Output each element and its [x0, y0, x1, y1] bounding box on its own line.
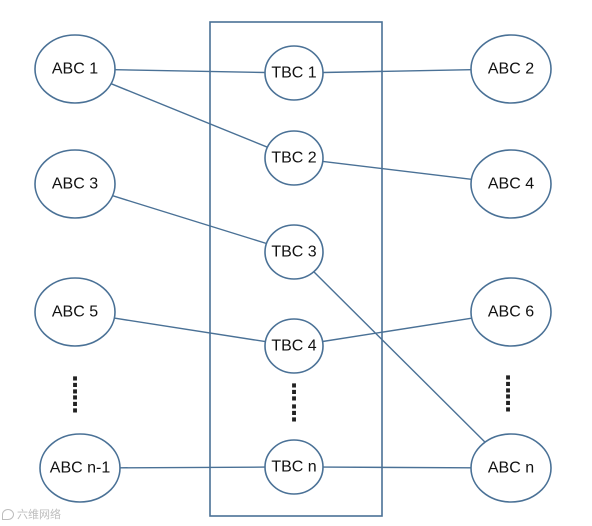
node-label: TBC 3	[271, 244, 316, 261]
edge-abcn1-tbcn	[119, 466, 266, 469]
node-abc-4: ABC 4	[470, 149, 552, 219]
tbc-group-frame	[209, 21, 383, 517]
node-abc-n: ABC n	[470, 433, 552, 503]
edge-tbc2-abc4	[322, 160, 472, 180]
node-abc-3: ABC 3	[34, 149, 116, 219]
node-abc-2: ABC 2	[470, 34, 552, 104]
node-label: ABC 3	[52, 176, 98, 193]
ellipsis-middle-lower: ⋮	[283, 401, 305, 426]
edge-abc3-tbc3	[112, 195, 267, 245]
node-label: ABC n-1	[50, 460, 111, 477]
edge-tbc3-abcn	[313, 271, 486, 443]
node-tbc-n: TBC n	[264, 439, 324, 495]
node-tbc-1: TBC 1	[264, 45, 324, 101]
speech-bubble-icon	[2, 508, 14, 520]
edge-tbc1-abc2	[322, 69, 472, 74]
node-abc-n-1: ABC n-1	[39, 433, 121, 503]
node-label: ABC 2	[488, 61, 534, 78]
node-abc-5: ABC 5	[34, 277, 116, 347]
node-abc-6: ABC 6	[470, 277, 552, 347]
ellipsis-right-lower: ⋮	[497, 391, 519, 416]
node-label: ABC n	[488, 460, 534, 477]
node-label: TBC n	[271, 459, 316, 476]
edge-abc1-tbc2	[110, 83, 268, 148]
node-label: ABC 1	[52, 61, 98, 78]
edge-abc1-tbc1	[114, 69, 266, 74]
node-label: TBC 1	[271, 65, 316, 82]
node-tbc-4: TBC 4	[264, 318, 324, 374]
ellipsis-right: ⋮	[497, 372, 519, 397]
node-label: ABC 5	[52, 304, 98, 321]
node-label: ABC 6	[488, 304, 534, 321]
node-abc-1: ABC 1	[34, 34, 116, 104]
ellipsis-left-lower: ⋮	[64, 392, 86, 417]
node-tbc-2: TBC 2	[264, 130, 324, 186]
watermark: 六维网络	[2, 506, 61, 522]
edge-abc5-tbc4	[114, 317, 266, 343]
edge-tbc4-abc6	[322, 317, 472, 343]
node-label: ABC 4	[488, 176, 534, 193]
connection-lines	[110, 69, 486, 469]
watermark-text: 六维网络	[17, 508, 61, 521]
node-label: TBC 2	[271, 150, 316, 167]
node-tbc-3: TBC 3	[264, 224, 324, 280]
edge-tbcn-abcn	[322, 466, 472, 469]
node-label: TBC 4	[271, 338, 316, 355]
ellipsis-middle: ⋮	[283, 380, 305, 405]
ellipsis-left: ⋮	[64, 373, 86, 398]
